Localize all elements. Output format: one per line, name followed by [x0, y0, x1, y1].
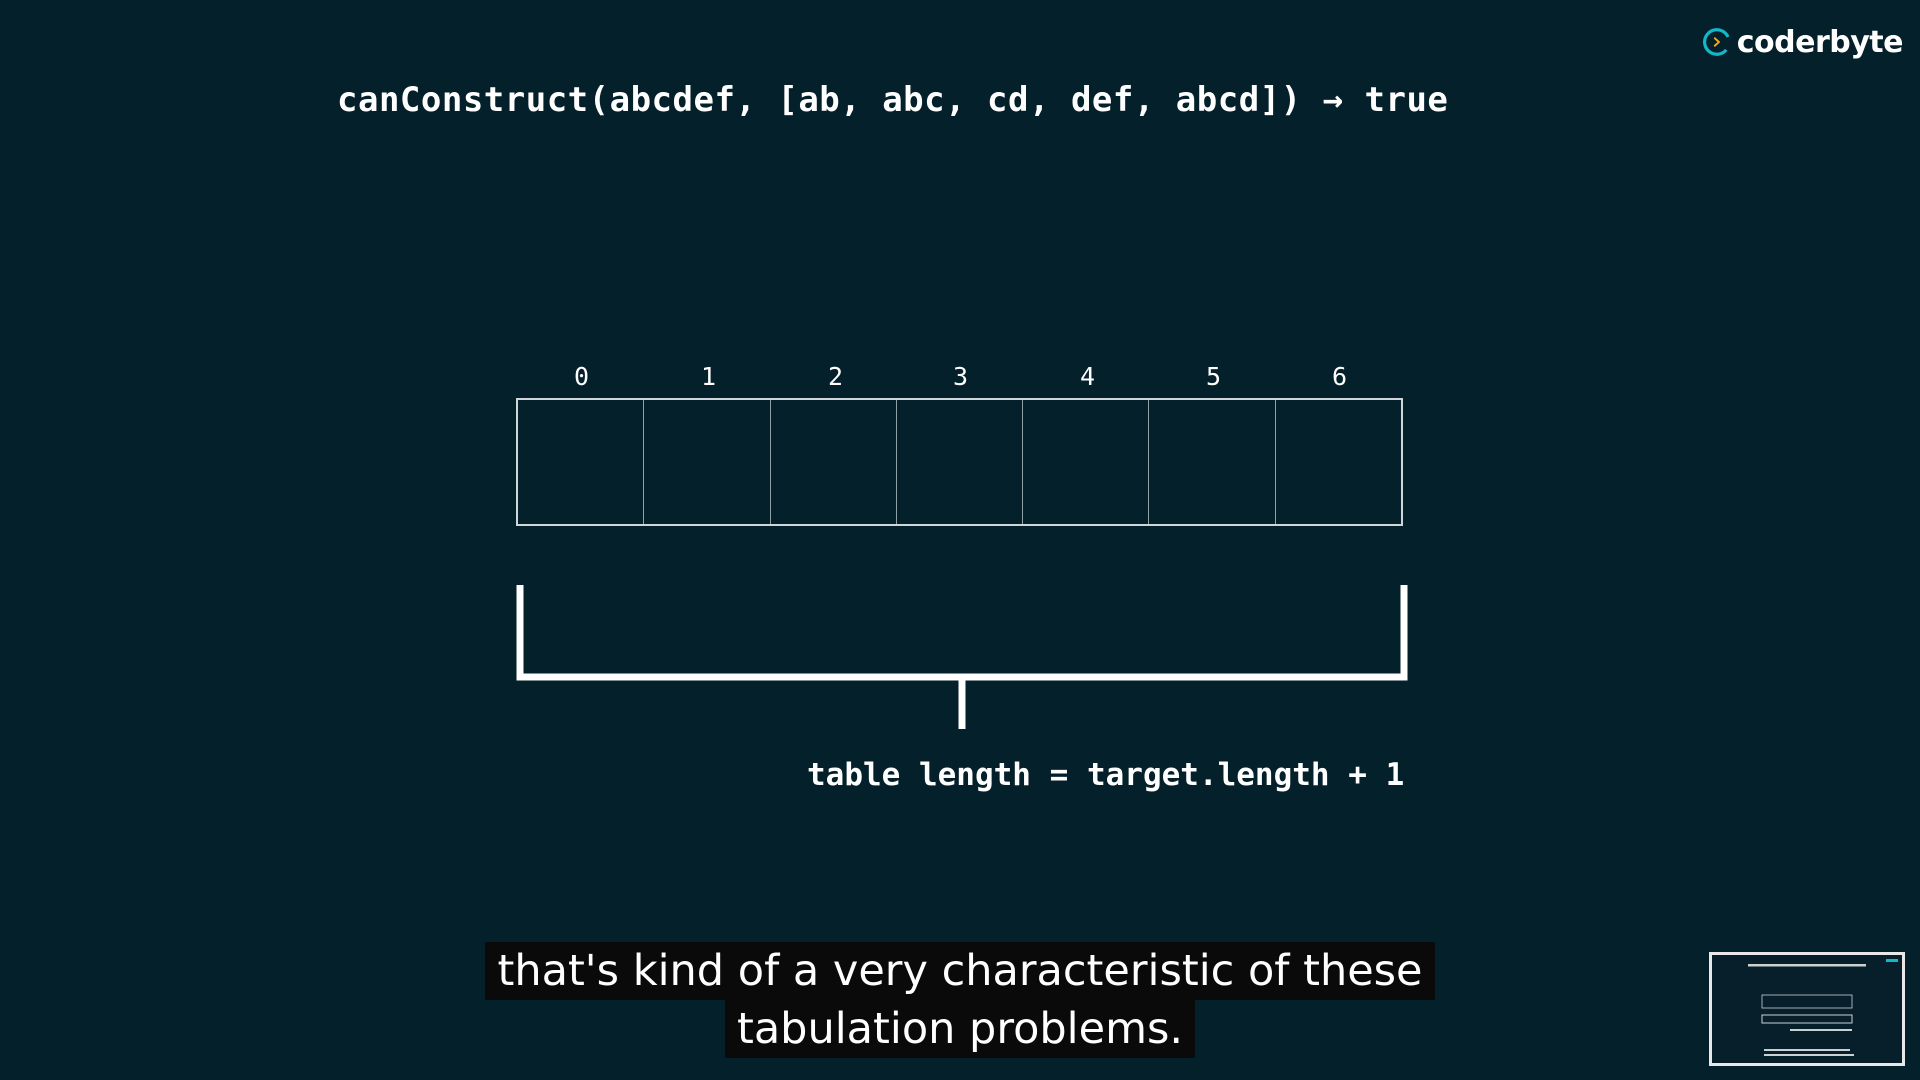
preview-thumbnail-image — [1712, 955, 1902, 1063]
table-cell — [771, 400, 897, 524]
preview-thumbnail[interactable] — [1709, 952, 1905, 1066]
table-cell — [1276, 400, 1401, 524]
dp-table — [516, 398, 1403, 526]
coderbyte-logo-text: coderbyte — [1736, 24, 1904, 60]
index-label: 0 — [573, 362, 590, 391]
caption-line: tabulation problems. — [724, 1000, 1196, 1058]
index-label: 3 — [952, 362, 969, 391]
index-label: 1 — [700, 362, 717, 391]
caption-line: that's kind of a very characteristic of … — [485, 942, 1435, 1000]
length-formula: table length = target.length + 1 — [807, 757, 1405, 793]
index-label: 5 — [1205, 362, 1222, 391]
table-cell — [897, 400, 1024, 524]
table-cell — [518, 400, 645, 524]
coderbyte-logo-icon — [1703, 28, 1731, 56]
length-bracket — [516, 585, 1408, 729]
coderbyte-logo: coderbyte — [1703, 14, 1904, 70]
table-cell — [1023, 400, 1150, 524]
index-label: 6 — [1331, 362, 1348, 391]
table-cell — [1149, 400, 1276, 524]
code-title: canConstruct(abcdef, [ab, abc, cd, def, … — [337, 80, 1449, 120]
index-label: 4 — [1079, 362, 1096, 391]
table-cell — [644, 400, 771, 524]
index-label: 2 — [827, 362, 844, 391]
subtitle-captions: that's kind of a very characteristic of … — [0, 942, 1920, 1058]
